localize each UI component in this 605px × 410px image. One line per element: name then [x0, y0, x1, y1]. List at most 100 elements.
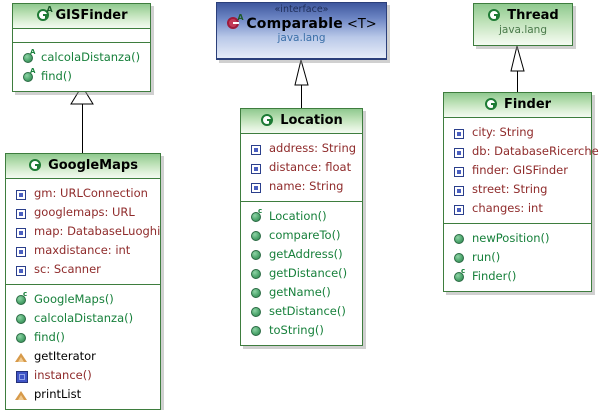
member-row[interactable]: printList	[14, 385, 156, 404]
class-name-thread: Thread	[507, 7, 559, 23]
member-row[interactable]: getDistance()	[249, 264, 358, 283]
private-field-icon	[249, 180, 264, 193]
constructor-icon: c	[14, 290, 29, 306]
member-label: getIterator	[34, 348, 96, 363]
relationship-line	[301, 84, 302, 108]
private-field-icon	[452, 145, 467, 158]
abstract-class-icon: A	[36, 6, 53, 22]
interface-name-comparable: Comparable	[246, 15, 343, 32]
private-field-icon	[452, 202, 467, 215]
class-icon	[28, 157, 45, 172]
member-row[interactable]: A calcolaDistanza()	[21, 48, 146, 67]
member-label: setDistance()	[269, 303, 346, 318]
member-row[interactable]: sc: Scanner	[14, 260, 156, 279]
member-label: changes: int	[472, 200, 543, 215]
member-row[interactable]: toString()	[249, 321, 358, 340]
member-row[interactable]: c Location()	[249, 207, 358, 226]
member-label: maxdistance: int	[34, 242, 131, 257]
public-method-icon	[14, 312, 29, 325]
protected-member-icon	[14, 350, 29, 363]
private-field-icon	[452, 164, 467, 177]
attributes-compartment-googlemaps: gm: URLConnection googlemaps: URL map: D…	[6, 179, 160, 284]
member-row[interactable]: compareTo()	[249, 226, 358, 245]
abstract-method-icon: A	[21, 48, 36, 64]
member-label: address: String	[269, 140, 357, 155]
interface-icon: A	[226, 14, 244, 30]
member-row[interactable]: getName()	[249, 283, 358, 302]
public-method-icon	[249, 324, 264, 337]
member-row[interactable]: changes: int	[452, 199, 587, 218]
constructor-icon: c	[249, 207, 264, 223]
package-label-thread: java.lang	[498, 23, 547, 36]
class-header-finder: Finder	[444, 93, 591, 118]
private-field-icon	[14, 206, 29, 219]
class-box-finder[interactable]: Finder city: String db: DatabaseRicerche…	[443, 92, 599, 292]
class-header-location: Location	[241, 109, 362, 134]
member-row[interactable]: c GoogleMaps()	[14, 290, 156, 309]
attributes-compartment-finder: city: String db: DatabaseRicerche finder…	[444, 118, 599, 223]
member-label: street: String	[472, 181, 548, 196]
member-label: instance()	[34, 367, 92, 382]
member-row[interactable]: instance()	[14, 366, 156, 385]
operations-compartment-googlemaps: c GoogleMaps() calcolaDistanza() find() …	[6, 283, 160, 409]
public-method-icon	[452, 251, 467, 264]
private-field-icon	[14, 225, 29, 238]
member-label: sc: Scanner	[34, 261, 101, 276]
member-label: compareTo()	[269, 227, 341, 242]
public-method-icon	[249, 229, 264, 242]
private-field-icon	[14, 244, 29, 257]
member-label: newPosition()	[472, 230, 550, 245]
member-row[interactable]: map: DatabaseLuoghi	[14, 222, 160, 241]
public-method-icon	[452, 232, 467, 245]
member-label: toString()	[269, 322, 324, 337]
package-label-comparable: java.lang	[277, 32, 326, 45]
member-row[interactable]: setDistance()	[249, 302, 358, 321]
member-row[interactable]: gm: URLConnection	[14, 184, 156, 203]
member-row[interactable]: finder: GISFinder	[452, 161, 587, 180]
member-row[interactable]: city: String	[452, 123, 587, 142]
operations-compartment-gisfinder: A calcolaDistanza() A find()	[13, 41, 150, 91]
member-row[interactable]: maxdistance: int	[14, 241, 156, 260]
class-name-gisfinder: GISFinder	[55, 7, 128, 23]
member-label: finder: GISFinder	[472, 162, 568, 177]
member-row[interactable]: street: String	[452, 180, 587, 199]
class-icon	[484, 96, 501, 111]
class-box-location[interactable]: Location address: String distance: float…	[240, 108, 363, 346]
class-box-gisfinder[interactable]: A GISFinder A calcolaDistanza() A find()	[12, 3, 151, 92]
member-label: gm: URLConnection	[34, 185, 148, 200]
member-label: run()	[472, 249, 501, 264]
public-method-icon	[249, 267, 264, 280]
class-box-thread[interactable]: Thread java.lang	[473, 3, 573, 46]
interface-header-comparable: «interface» A Comparable<T> java.lang	[217, 3, 386, 59]
class-header-googlemaps: GoogleMaps	[6, 154, 160, 179]
member-row[interactable]: run()	[452, 248, 587, 267]
member-row[interactable]: getIterator	[14, 347, 156, 366]
member-row[interactable]: newPosition()	[452, 229, 587, 248]
member-label: calcolaDistanza()	[34, 310, 134, 325]
private-field-icon	[249, 161, 264, 174]
member-row[interactable]: googlemaps: URL	[14, 203, 156, 222]
public-method-icon	[249, 286, 264, 299]
public-method-icon	[249, 248, 264, 261]
private-field-icon	[14, 187, 29, 200]
stereotype-label: «interface»	[274, 4, 329, 15]
interface-box-comparable[interactable]: «interface» A Comparable<T> java.lang	[216, 2, 387, 60]
private-field-icon	[452, 126, 467, 139]
attributes-compartment-location: address: String distance: float name: St…	[241, 134, 362, 201]
member-label: find()	[41, 68, 72, 83]
member-row[interactable]: calcolaDistanza()	[14, 309, 156, 328]
member-row[interactable]: db: DatabaseRicerche	[452, 142, 599, 161]
private-field-icon	[14, 263, 29, 276]
member-row[interactable]: address: String	[249, 139, 358, 158]
member-label: city: String	[472, 124, 534, 139]
class-name-location: Location	[280, 112, 343, 128]
member-label: map: DatabaseLuoghi	[34, 223, 161, 238]
class-box-googlemaps[interactable]: GoogleMaps gm: URLConnection googlemaps:…	[5, 153, 161, 410]
member-row[interactable]: A find()	[21, 67, 146, 86]
member-row[interactable]: c Finder()	[452, 267, 587, 286]
member-label: name: String	[269, 178, 344, 193]
member-row[interactable]: getAddress()	[249, 245, 358, 264]
member-row[interactable]: find()	[14, 328, 156, 347]
member-row[interactable]: distance: float	[249, 158, 358, 177]
member-row[interactable]: name: String	[249, 177, 358, 196]
